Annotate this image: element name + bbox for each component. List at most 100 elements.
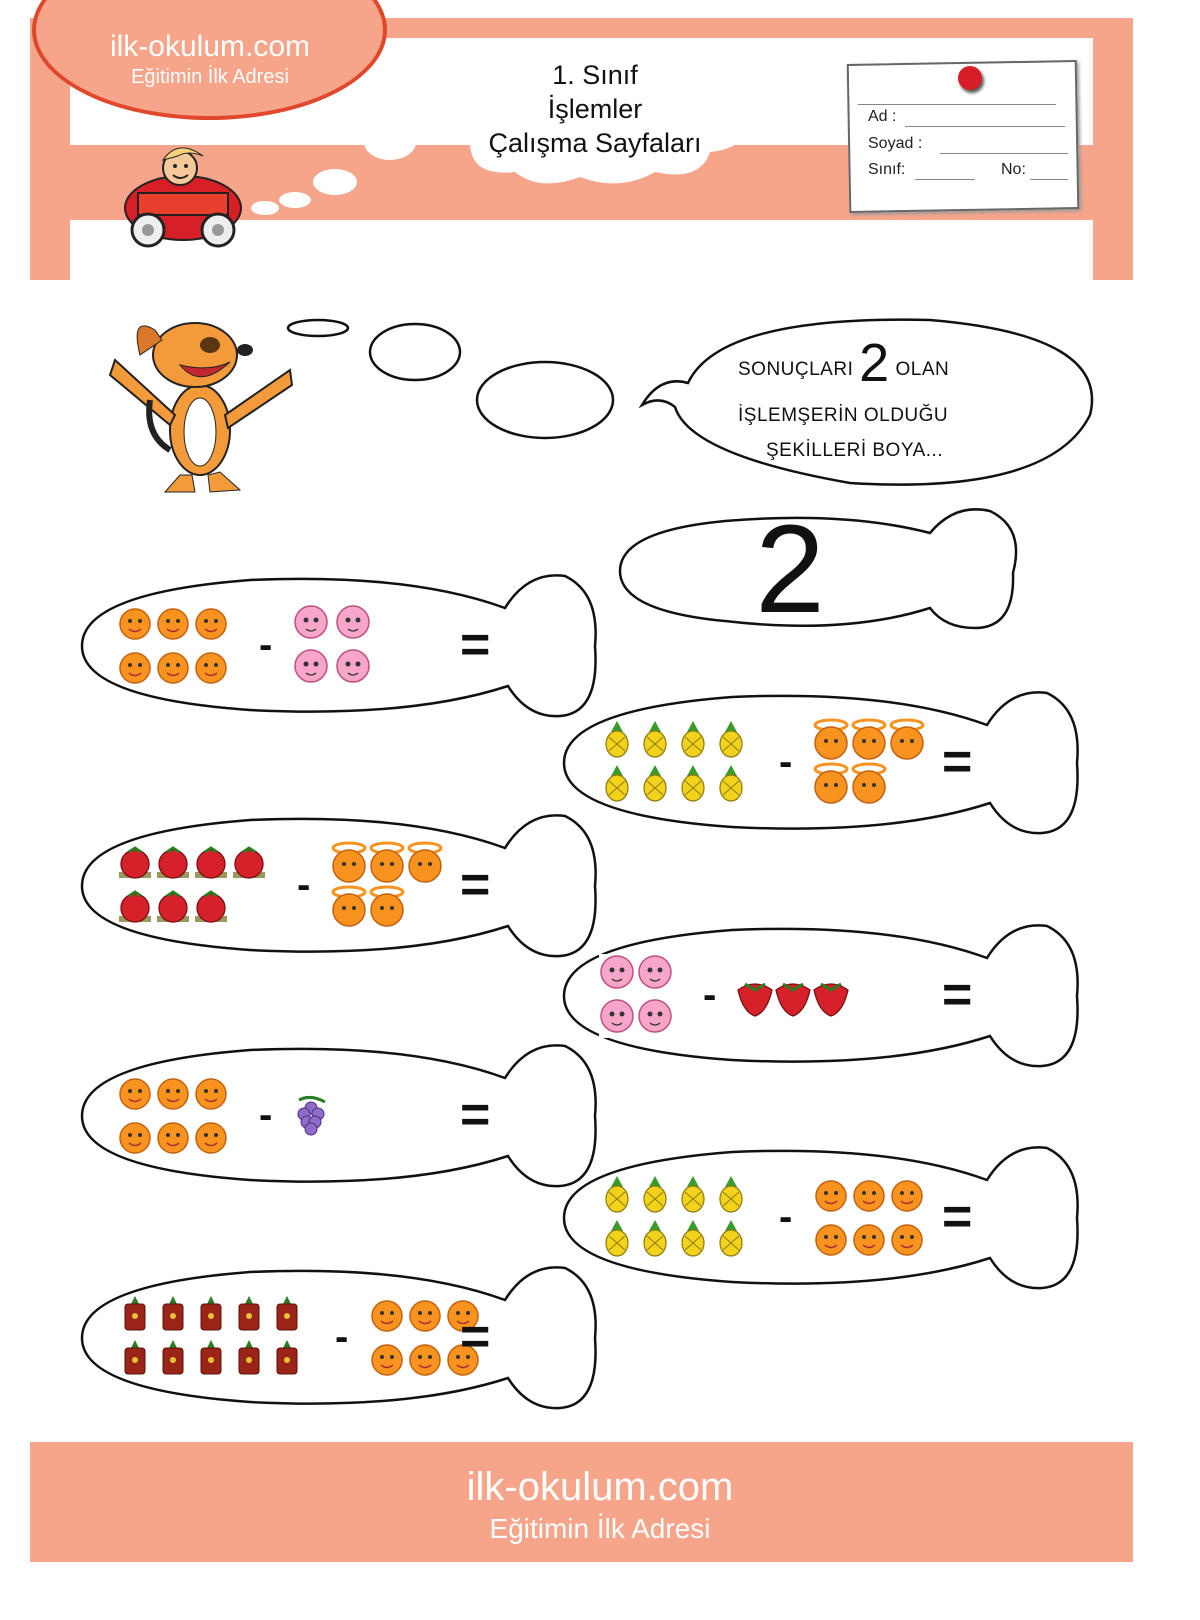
minus-sign: - (779, 1195, 792, 1239)
problem-balloon[interactable]: -= (562, 1140, 1087, 1300)
strawberry-box-icon (124, 1340, 146, 1375)
balloon-shape[interactable] (80, 574, 597, 718)
problem-balloon[interactable]: -= (80, 1038, 605, 1198)
pineapple-icon (719, 1176, 743, 1213)
orange-icon (409, 1300, 441, 1332)
orange-slice-icon (369, 885, 405, 927)
logo-site: ilk-okulum.com (109, 30, 311, 63)
problem-balloon[interactable]: -= (562, 918, 1087, 1078)
orange-icon (371, 1344, 403, 1376)
orange-icon (119, 1078, 151, 1110)
pineapple-icon (681, 1220, 705, 1257)
orange-icon (119, 608, 151, 640)
problem-balloon[interactable]: -= (562, 685, 1087, 845)
dog-thought-bubbles (286, 318, 615, 440)
problem-balloon[interactable]: -= (80, 568, 605, 728)
donut-icon (637, 998, 673, 1038)
donut-icon (335, 604, 371, 644)
orange-slice-icon (851, 762, 887, 804)
orange-icon (119, 652, 151, 684)
instruction-line-2: İŞLEMŞERİN OLDUĞU (738, 405, 949, 426)
minus-sign: - (259, 1093, 272, 1137)
pineapple-icon (681, 721, 705, 758)
orange-icon (195, 652, 227, 684)
orange-icon (195, 1078, 227, 1110)
equals-sign: = (460, 1308, 490, 1366)
target-number: 2 (755, 500, 825, 639)
instruction-after: OLAN (895, 359, 950, 380)
donut-icon (637, 954, 673, 994)
tomato-icon (157, 846, 189, 879)
balloon-shape[interactable] (562, 691, 1079, 835)
title-line-2: İşlemler (547, 94, 643, 124)
balloon-shape[interactable] (80, 1044, 597, 1188)
pin-icon (958, 66, 982, 90)
footer-site: ilk-okulum.com (466, 1465, 734, 1509)
orange-slice-icon (889, 718, 925, 760)
problem-balloon[interactable]: -= (80, 808, 605, 968)
pineapple-icon (605, 1176, 629, 1213)
strawberry-box-icon (162, 1340, 184, 1375)
pineapple-icon (605, 721, 629, 758)
instruction-line-1: SONUÇLARI 2 OLAN (738, 336, 1038, 390)
pineapple-icon (719, 765, 743, 802)
name-field[interactable] (905, 126, 1065, 127)
instruction-line-3: ŞEKİLLERİ BOYA... (766, 440, 944, 461)
orange-slice-icon (369, 841, 405, 883)
number-field[interactable] (1030, 179, 1068, 180)
surname-label: Soyad : (868, 135, 923, 152)
name-label: Ad : (868, 108, 897, 125)
orange-slice-icon (331, 885, 367, 927)
class-field[interactable] (915, 179, 975, 180)
strawberry-box-icon (162, 1296, 184, 1331)
orange-icon (371, 1300, 403, 1332)
surname-field[interactable] (940, 153, 1068, 154)
donut-icon (293, 648, 329, 688)
pineapple-icon (643, 1220, 667, 1257)
minus-sign: - (335, 1315, 348, 1359)
orange-slice-icon (813, 762, 849, 804)
balloon-shape[interactable] (80, 814, 597, 958)
strawberry-box-icon (200, 1340, 222, 1375)
equals-sign: = (460, 616, 490, 674)
equals-sign: = (942, 733, 972, 791)
balloon-shape[interactable] (562, 1146, 1079, 1290)
strawberry-icon (737, 982, 773, 1017)
pineapple-icon (605, 1220, 629, 1257)
strawberry-box-icon (276, 1340, 298, 1375)
title-cloud (447, 40, 742, 184)
strawberry-box-icon (200, 1296, 222, 1331)
pineapple-icon (643, 1176, 667, 1213)
orange-icon (447, 1344, 479, 1376)
pineapple-icon (605, 765, 629, 802)
number-label: No: (1001, 161, 1026, 178)
strawberry-icon (813, 982, 849, 1017)
orange-icon (157, 652, 189, 684)
title-line-3: Çalışma Sayfaları (488, 128, 702, 158)
orange-icon (195, 608, 227, 640)
orange-icon (119, 1122, 151, 1154)
strawberry-box-icon (238, 1296, 260, 1331)
equals-sign: = (460, 1086, 490, 1144)
orange-slice-icon (813, 718, 849, 760)
pineapple-icon (719, 721, 743, 758)
pineapple-icon (681, 765, 705, 802)
donut-icon (335, 648, 371, 688)
tomato-icon (157, 890, 189, 923)
equals-sign: = (942, 1188, 972, 1246)
tomato-icon (119, 846, 151, 879)
orange-icon (815, 1180, 847, 1212)
pineapple-icon (681, 1176, 705, 1213)
strawberry-box-icon (276, 1296, 298, 1331)
pineapple-icon (643, 765, 667, 802)
pineapple-icon (643, 721, 667, 758)
title-line-1: 1. Sınıf (552, 60, 638, 90)
donut-icon (293, 604, 329, 644)
car-illustration (124, 147, 242, 248)
orange-icon (853, 1180, 885, 1212)
problem-balloon[interactable]: -= (80, 1260, 605, 1420)
thought-dots (251, 124, 416, 215)
speech-bubble (638, 318, 1094, 486)
donut-icon (599, 954, 635, 994)
pineapple-icon (719, 1220, 743, 1257)
